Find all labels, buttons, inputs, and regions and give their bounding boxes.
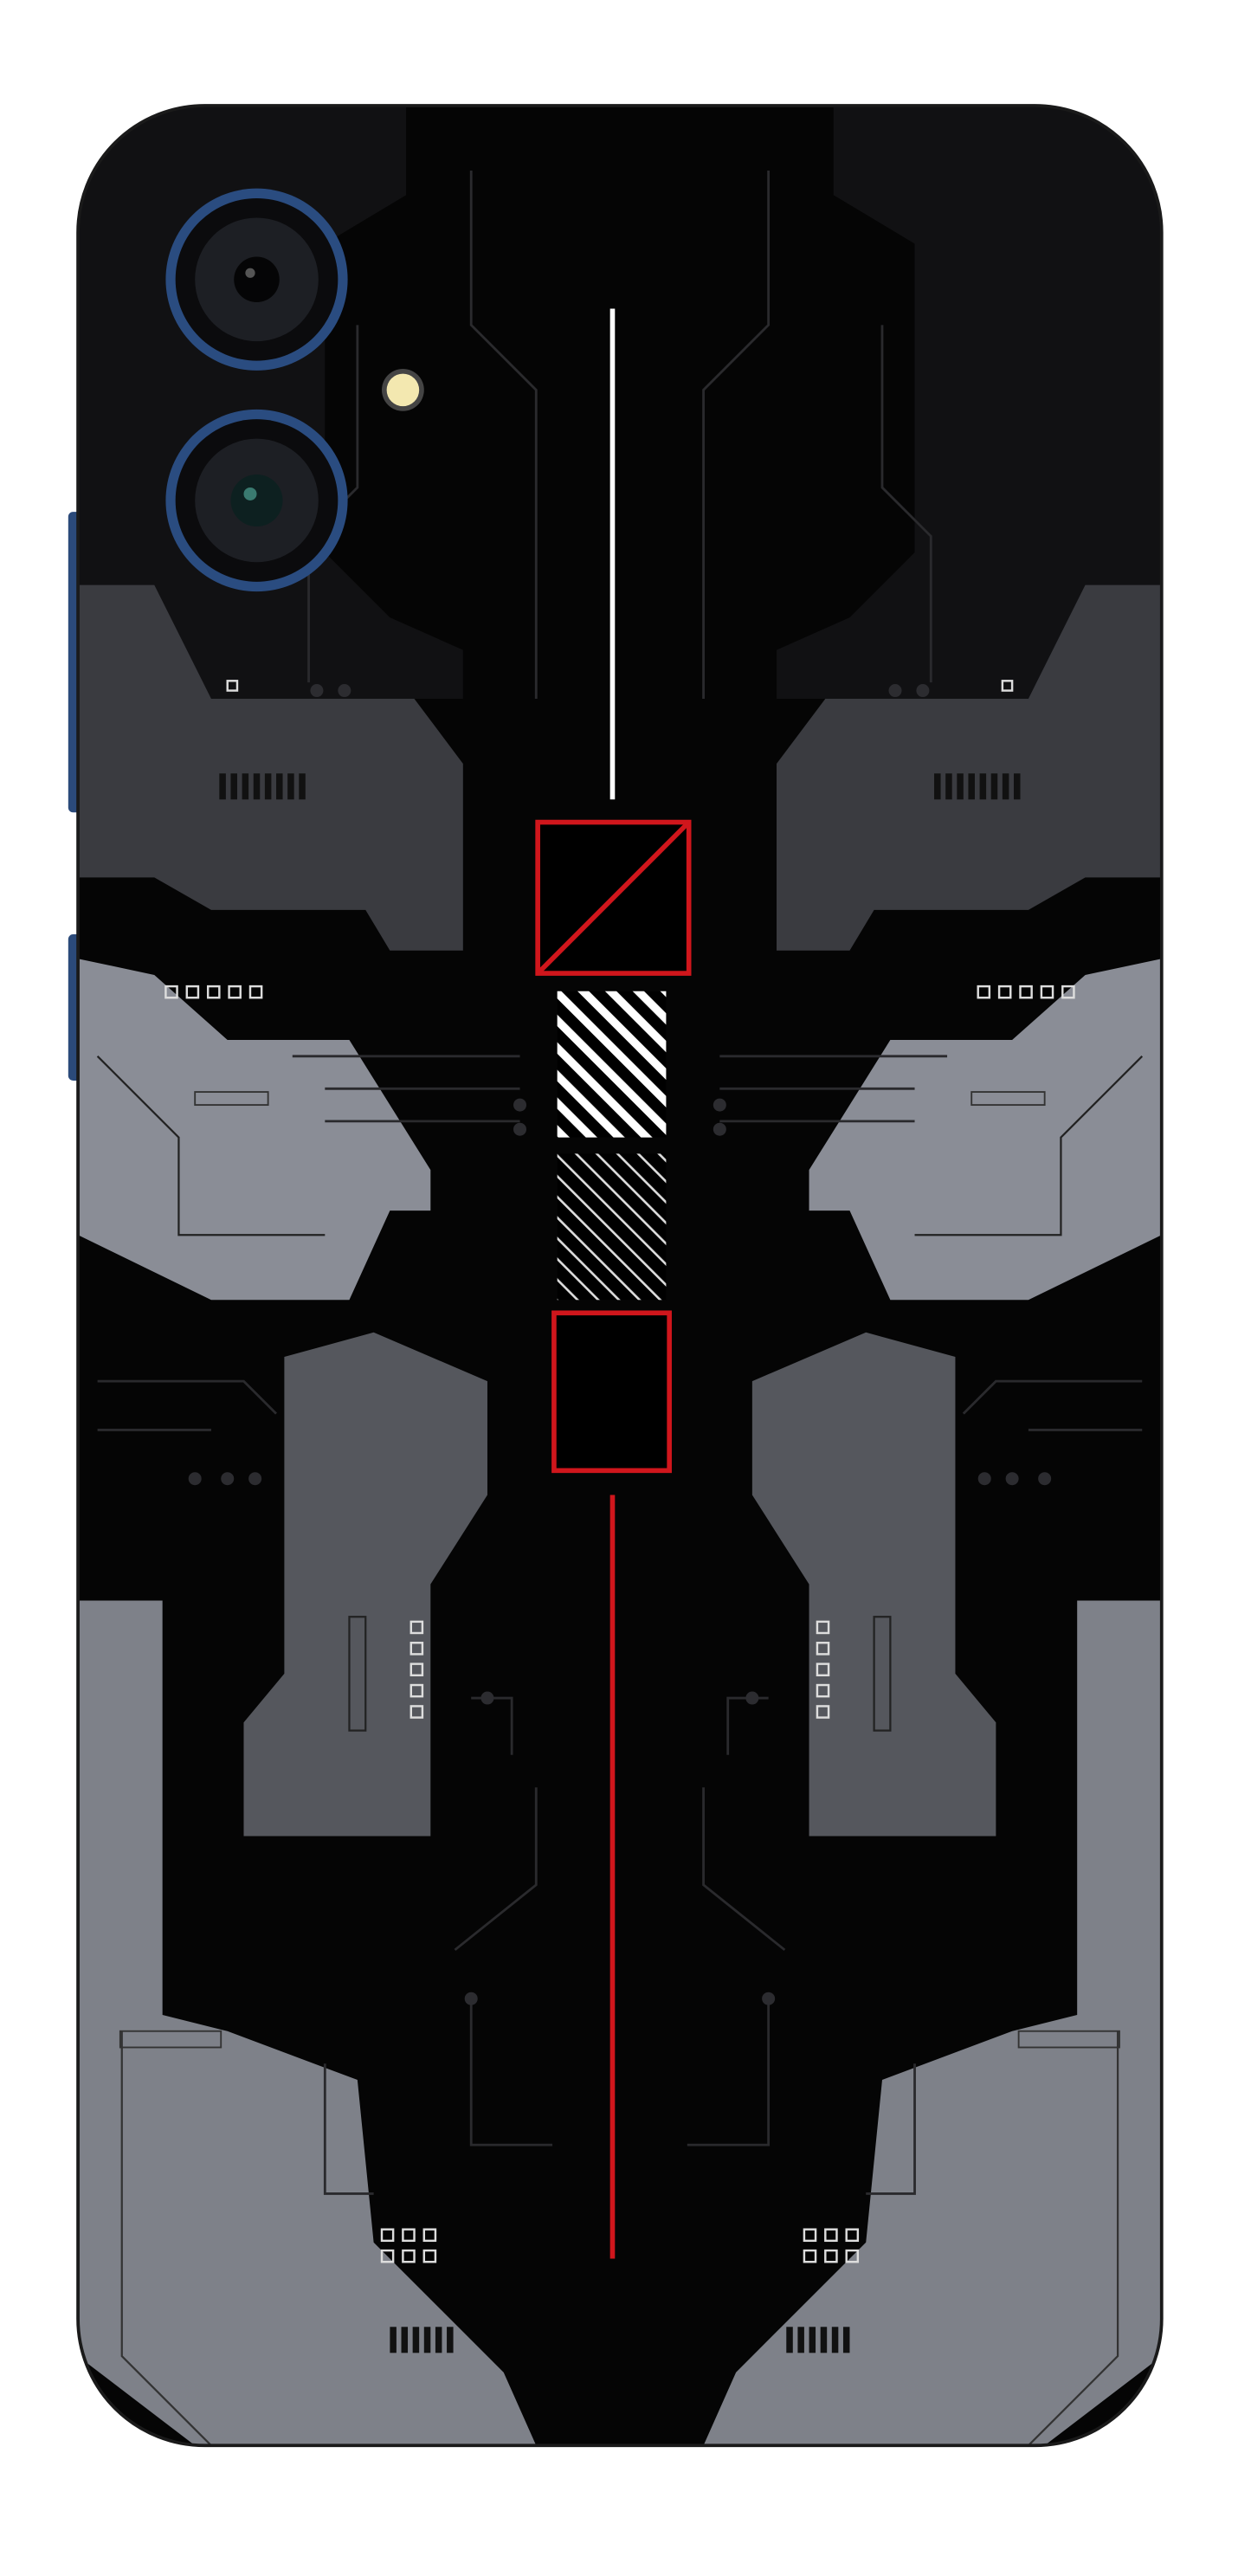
thin-hatch-block [557, 1153, 667, 1301]
white-hatch-block [557, 991, 667, 1138]
red-split-square [535, 819, 692, 976]
red-square [551, 1310, 672, 1474]
camera-lens-icon [165, 188, 348, 371]
camera-lens-icon [165, 409, 348, 592]
flash-icon [382, 368, 424, 411]
